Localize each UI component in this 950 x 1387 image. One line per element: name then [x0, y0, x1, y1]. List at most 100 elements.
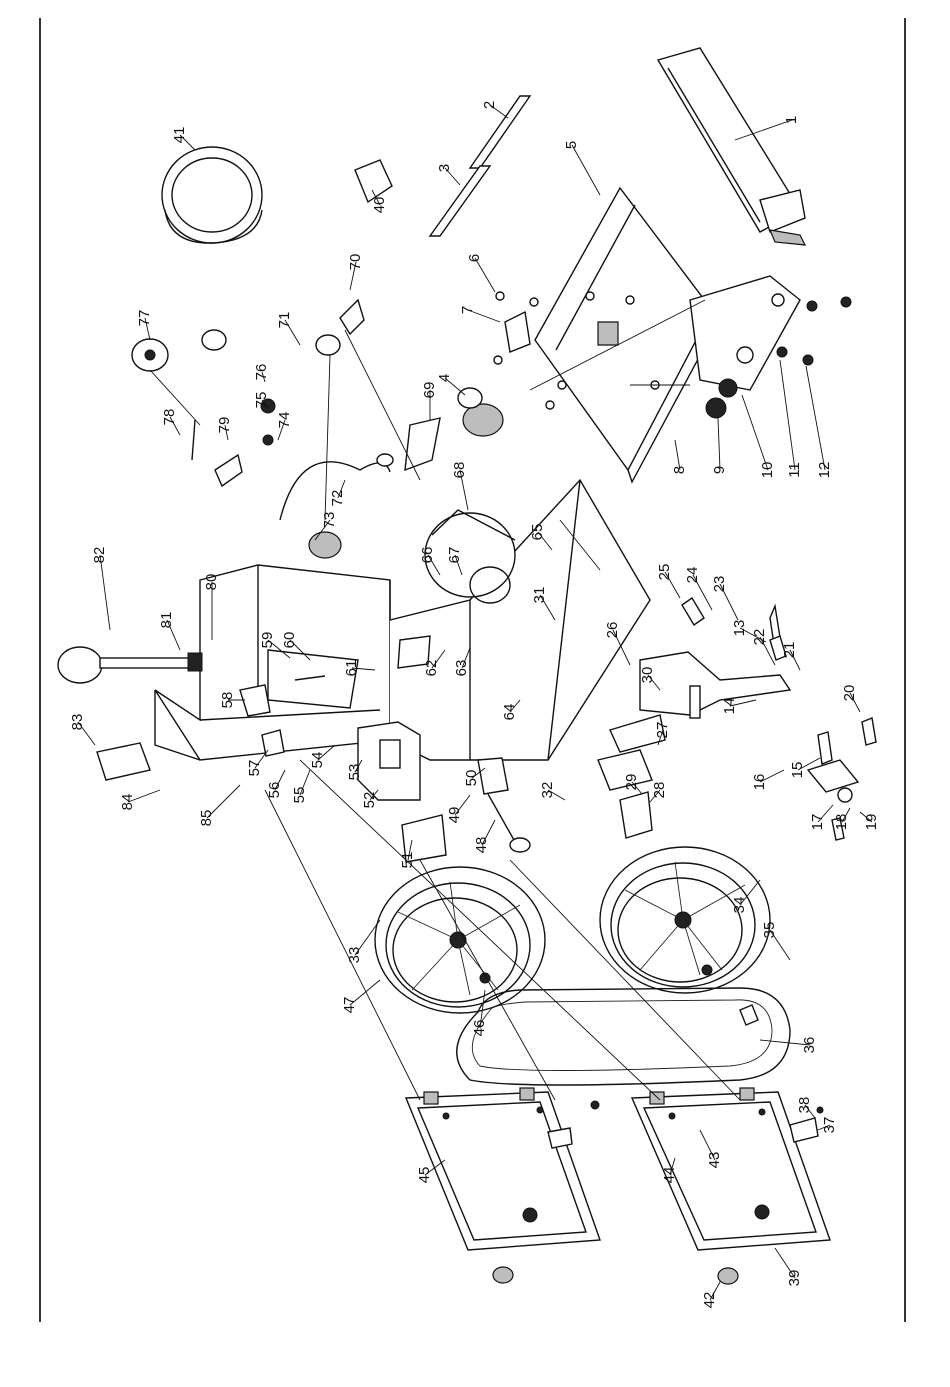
lower-door [632, 1088, 830, 1284]
part-callout-27: 27 [654, 722, 671, 739]
knobs-top-left [132, 300, 364, 371]
callout-leader-82 [100, 555, 110, 630]
part-callout-52: 52 [361, 792, 378, 809]
part-callout-8: 8 [671, 466, 688, 474]
part-callout-84: 84 [119, 794, 136, 811]
part-callout-9: 9 [711, 466, 728, 474]
fence-rail [658, 48, 805, 245]
part-callout-61: 61 [343, 660, 360, 677]
part-callout-29: 29 [623, 774, 640, 791]
saw-frame [155, 480, 650, 760]
part-callout-1: 1 [783, 116, 800, 124]
part-callout-19: 19 [863, 814, 880, 831]
part-callout-44: 44 [661, 1167, 678, 1184]
part-callout-3: 3 [436, 164, 453, 172]
work-table [535, 188, 718, 482]
part-callout-80: 80 [203, 574, 220, 591]
motor [405, 418, 515, 603]
blade [457, 988, 790, 1085]
part-callout-14: 14 [721, 698, 738, 715]
part-callout-5: 5 [563, 141, 580, 149]
callout-leader-8 [675, 440, 680, 470]
part-callout-78: 78 [161, 409, 178, 426]
upper-wheel [375, 867, 545, 1013]
part-callout-45: 45 [416, 1167, 433, 1184]
part-callout-26: 26 [604, 622, 621, 639]
part-callout-58: 58 [219, 692, 236, 709]
part-callout-10: 10 [759, 462, 776, 479]
callout-leader-10 [742, 395, 768, 470]
part-callout-67: 67 [446, 547, 463, 564]
part-callout-15: 15 [789, 762, 806, 779]
part-callout-43: 43 [706, 1152, 723, 1169]
part-callout-11: 11 [786, 462, 803, 478]
part-callout-57: 57 [246, 760, 263, 777]
part-callout-22: 22 [751, 629, 768, 646]
part-callout-50: 50 [463, 770, 480, 787]
part-callout-6: 6 [466, 254, 483, 262]
callout-leader-9 [718, 418, 720, 470]
upper-tire-housing [162, 147, 262, 243]
part-callout-54: 54 [309, 752, 326, 769]
part-callout-41: 41 [171, 127, 188, 144]
part-callout-73: 73 [321, 512, 338, 529]
part-callout-40: 40 [371, 197, 388, 214]
part-callout-55: 55 [291, 787, 308, 804]
part-callout-46: 46 [471, 1020, 488, 1037]
part-callout-31: 31 [531, 587, 548, 604]
part-callout-69: 69 [421, 382, 438, 399]
part-callout-34: 34 [731, 897, 748, 914]
part-callout-68: 68 [451, 462, 468, 479]
part-callout-53: 53 [346, 764, 363, 781]
part-callout-70: 70 [347, 254, 364, 271]
part-callout-79: 79 [216, 417, 233, 434]
part-callout-51: 51 [399, 852, 416, 869]
part-callout-49: 49 [446, 807, 463, 824]
part-callout-30: 30 [639, 667, 656, 684]
scale-plate [505, 312, 530, 352]
part-callout-21: 21 [781, 642, 798, 659]
callout-leader-12 [806, 366, 825, 470]
part-callout-64: 64 [501, 704, 518, 721]
upper-door [406, 1088, 600, 1283]
part-callout-76: 76 [253, 364, 270, 381]
tension-screw [58, 647, 202, 683]
part-callout-75: 75 [253, 392, 270, 409]
part-callout-56: 56 [266, 782, 283, 799]
part-callout-82: 82 [91, 547, 108, 564]
lower-wheel [600, 847, 770, 993]
part-callout-13: 13 [731, 620, 748, 637]
part-callout-16: 16 [751, 774, 768, 791]
cover-plate [97, 743, 150, 780]
part-callout-60: 60 [281, 632, 298, 649]
part-callout-32: 32 [539, 782, 556, 799]
callout-leader-11 [780, 360, 795, 470]
part-callout-35: 35 [761, 922, 778, 939]
part-callout-59: 59 [259, 632, 276, 649]
part-callout-66: 66 [419, 547, 436, 564]
part-callout-18: 18 [833, 814, 850, 831]
trunnion-bracket [690, 276, 800, 390]
part-callout-63: 63 [453, 660, 470, 677]
callout-leader-5 [572, 145, 600, 195]
part-callout-7: 7 [459, 306, 476, 314]
lower-blade-guide [598, 606, 858, 838]
part-callout-65: 65 [529, 524, 546, 541]
part-callout-37: 37 [821, 1117, 838, 1134]
part-callout-4: 4 [436, 374, 453, 382]
part-callout-17: 17 [809, 814, 826, 831]
part-callout-85: 85 [198, 810, 215, 827]
wheel-brush [355, 160, 392, 202]
part-callout-36: 36 [801, 1037, 818, 1054]
part-callout-28: 28 [651, 782, 668, 799]
part-callout-74: 74 [276, 412, 293, 429]
part-callout-42: 42 [701, 1292, 718, 1309]
part-callout-20: 20 [841, 685, 858, 702]
part-callout-71: 71 [276, 312, 293, 329]
part-callout-33: 33 [346, 947, 363, 964]
part-callout-77: 77 [136, 310, 153, 327]
part-callout-47: 47 [341, 997, 358, 1014]
part-callout-2: 2 [481, 101, 498, 109]
part-callout-72: 72 [329, 490, 346, 507]
